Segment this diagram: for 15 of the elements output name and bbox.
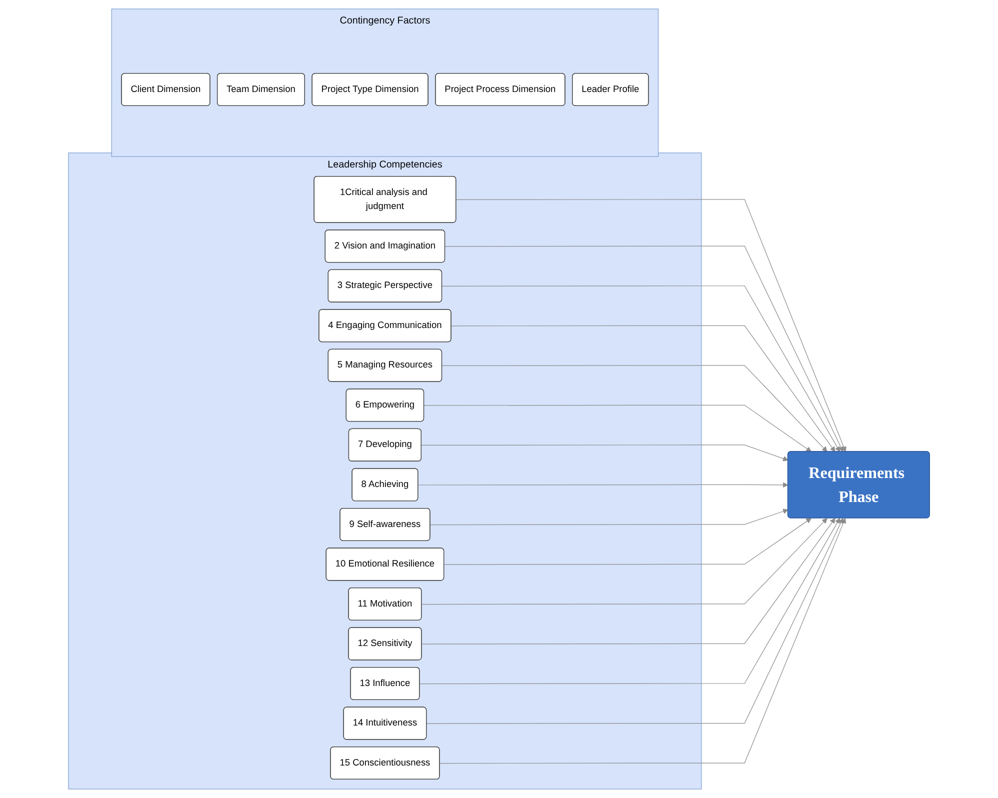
arrow [424, 404, 812, 452]
arrow [419, 518, 840, 684]
arrow [421, 444, 788, 462]
arrow [418, 482, 788, 488]
arrow [430, 508, 788, 526]
arrow [421, 518, 828, 605]
arrow [444, 518, 812, 565]
arrow [421, 518, 836, 644]
arrow [439, 518, 846, 764]
arrow [426, 518, 844, 724]
arrow [451, 325, 836, 452]
arrow [456, 199, 846, 452]
arrow [444, 246, 844, 452]
arrow [442, 365, 828, 452]
arrow [442, 286, 840, 452]
